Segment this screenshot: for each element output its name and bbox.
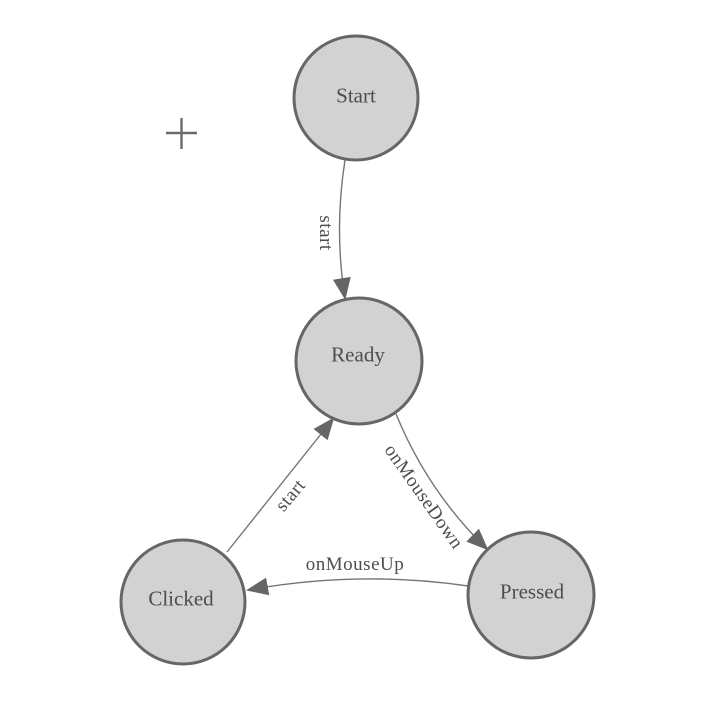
- edge-label-clicked-to-ready: start: [271, 475, 310, 516]
- state-label-ready: Ready: [331, 342, 385, 366]
- state-label-start: Start: [336, 83, 376, 107]
- state-circle-start[interactable]: [292, 34, 420, 162]
- edge-pressed-to-clicked[interactable]: [246, 577, 469, 596]
- state-circle-ready[interactable]: [294, 296, 424, 426]
- state-label-clicked: Clicked: [148, 586, 214, 610]
- edge-label-pressed-to-clicked: onMouseUp: [306, 554, 404, 575]
- state-label-pressed: Pressed: [500, 579, 565, 603]
- state-node-pressed[interactable]: Pressed: [466, 530, 596, 660]
- edge-clicked-to-ready[interactable]: [226, 417, 335, 553]
- crosshair-icon: [166, 118, 197, 149]
- edge-start-to-ready[interactable]: [332, 159, 351, 300]
- state-circle-pressed[interactable]: [466, 530, 596, 660]
- edge-ready-to-pressed[interactable]: [395, 413, 489, 551]
- state-node-ready[interactable]: Ready: [294, 296, 424, 426]
- edge-label-ready-to-pressed: onMouseDown: [380, 441, 468, 554]
- state-node-clicked[interactable]: Clicked: [119, 538, 247, 666]
- state-circle-clicked[interactable]: [119, 538, 247, 666]
- edge-label-start-to-ready: start: [315, 215, 336, 250]
- state-node-start[interactable]: Start: [292, 34, 420, 162]
